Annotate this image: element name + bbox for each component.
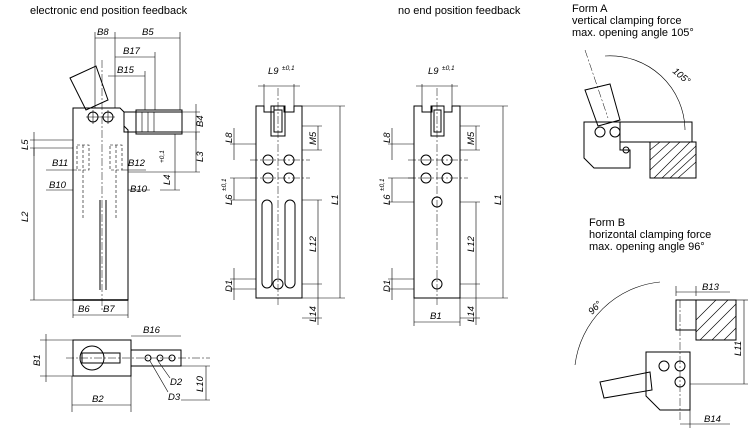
form-b-angle: 96° (586, 299, 604, 317)
dim-L8-a: L8 (224, 132, 235, 143)
dim-B14: B14 (704, 414, 721, 425)
dim-D1-b: D1 (382, 280, 393, 292)
form-a-diagram: 105° (583, 49, 697, 179)
dim-B11: B11 (52, 158, 68, 169)
heading-no-feedback: no end position feedback (398, 5, 521, 17)
dim-B2: B2 (92, 394, 104, 405)
dim-L1-a: L1 (330, 194, 341, 205)
dim-B12: B12 (128, 158, 146, 169)
form-b-line2: max. opening angle 96° (589, 241, 705, 253)
dim-D2: D2 (170, 377, 183, 388)
form-a-title: Form A (572, 3, 608, 15)
dim-L6-b: L6 (382, 194, 393, 205)
dim-B13: B13 (702, 282, 720, 293)
tol-L4: +0,1 (159, 150, 166, 163)
tol-L6-b: ±0,1 (379, 178, 386, 191)
dim-B6: B6 (78, 304, 90, 315)
tol-L9-a: ±0,1 (282, 65, 295, 72)
dim-B15: B15 (117, 65, 135, 76)
dim-B17: B17 (123, 46, 141, 57)
form-b-label: Form B horizontal clamping force max. op… (589, 217, 711, 253)
dim-L1-b: L1 (493, 194, 504, 205)
form-b-line1: horizontal clamping force (589, 229, 711, 241)
tol-L6-a: ±0,1 (221, 178, 228, 191)
dim-L4: L4 (162, 174, 173, 185)
dim-D1-a: D1 (224, 280, 235, 292)
form-b-title: Form B (589, 217, 625, 229)
form-b-diagram: 96° B13 L11 B14 (574, 281, 748, 428)
dim-L5: L5 (20, 139, 31, 150)
dim-L9-a: L9 (268, 66, 279, 77)
dim-L14-b: L14 (466, 306, 477, 322)
form-a-label: Form A vertical clamping force max. open… (572, 3, 694, 39)
dim-L12-b: L12 (466, 235, 477, 252)
dim-M5-b: M5 (466, 131, 477, 145)
heading-electronic-feedback: electronic end position feedback (30, 5, 188, 17)
dim-L8-b: L8 (382, 132, 393, 143)
dims-view-front-no-feedback: L9 ±0,1 L1 M5 L12 L14 B1 L8 L6 ±0,1 D1 (379, 65, 508, 326)
dim-L12-a: L12 (308, 235, 319, 252)
dim-L6-a: L6 (224, 194, 235, 205)
dim-B4: B4 (195, 115, 206, 127)
dim-B10-right: B10 (130, 184, 148, 195)
dim-B5: B5 (142, 27, 154, 38)
dim-B1-front: B1 (430, 311, 442, 322)
dim-L10: L10 (195, 375, 206, 392)
dim-L9-b: L9 (428, 66, 439, 77)
view-side-electronic (69, 60, 183, 310)
dim-B7: B7 (103, 304, 115, 315)
dim-L11: L11 (733, 341, 744, 356)
dim-L3: L3 (195, 151, 206, 162)
form-a-line2: max. opening angle 105° (572, 27, 694, 39)
dims-view-front-electronic: L9 ±0,1 L1 M5 L12 L14 L8 L6 ±0,1 D1 (221, 65, 345, 325)
dim-M5-a: M5 (308, 131, 319, 145)
dim-B16: B16 (143, 325, 161, 336)
view-front-electronic (250, 88, 310, 305)
view-front-no-feedback (408, 88, 468, 305)
view-top-electronic: B2 B1 B16 D2 D3 L10 (32, 325, 210, 412)
dim-L14-a: L14 (308, 306, 319, 322)
form-a-angle: 105° (670, 66, 692, 87)
dim-B10-left: B10 (49, 180, 67, 191)
form-a-line1: vertical clamping force (572, 15, 681, 27)
tol-L9-b: ±0,1 (442, 65, 455, 72)
dims-view-side-electronic: B8 B5 B17 B15 B4 L3 L4 +0,1 L5 L2 B (20, 27, 206, 318)
dim-L2: L2 (20, 211, 31, 222)
dim-B8: B8 (97, 27, 109, 38)
dim-B1-top: B1 (32, 354, 43, 366)
dim-D3: D3 (168, 392, 181, 403)
